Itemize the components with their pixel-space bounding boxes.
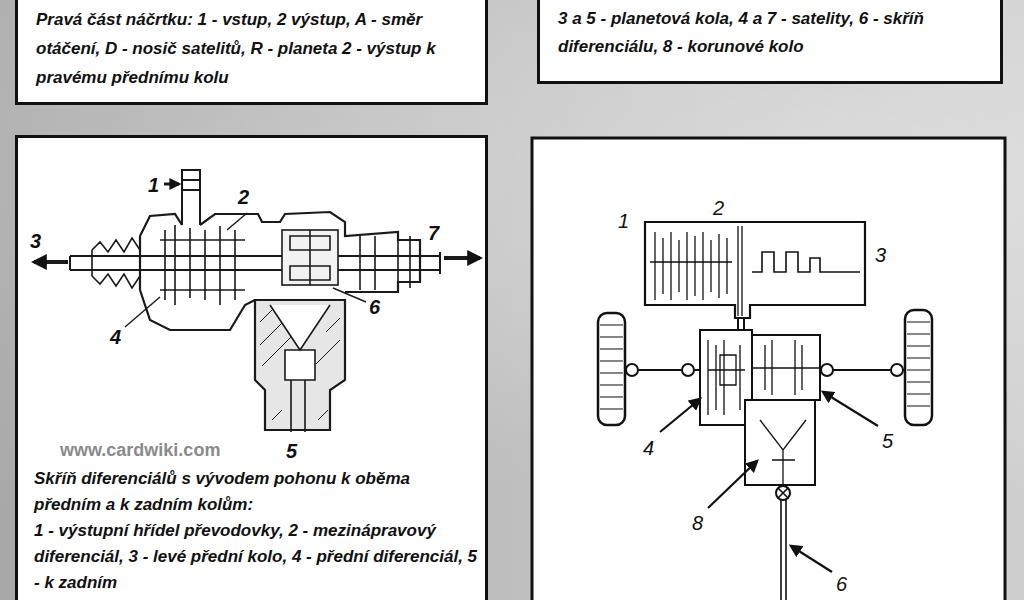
callout-number: 1	[148, 174, 159, 197]
flange	[360, 232, 410, 292]
joint	[891, 364, 903, 376]
callout-number: 4	[643, 437, 654, 460]
callout-number: 5	[286, 440, 297, 463]
callout-number: 3	[30, 230, 41, 253]
gear-set	[708, 340, 745, 415]
input-shaft	[182, 170, 200, 225]
callout-number: 1	[618, 210, 629, 233]
engine-symbol	[752, 252, 860, 272]
planet-gears	[290, 230, 330, 285]
pointer-arrow	[708, 461, 757, 508]
output-arrow	[34, 260, 68, 264]
bevel-gear	[760, 420, 806, 485]
propeller-shaft	[778, 488, 788, 600]
caption-text: 1 - výstupní hřídel převodovky, 2 - mezi…	[34, 518, 479, 596]
callout-number: 2	[713, 197, 724, 220]
output-arrow	[444, 256, 480, 260]
callout-number: 6	[369, 296, 380, 319]
gearbox	[645, 222, 865, 318]
pointer-arrow	[791, 546, 832, 572]
callout-number: 8	[692, 512, 703, 535]
drivetrain-schematic	[598, 222, 932, 600]
joint	[821, 364, 833, 376]
wheel	[905, 310, 932, 425]
gear-set	[752, 340, 820, 395]
watermark: www.cardwiki.com	[60, 440, 220, 461]
caption-text: Skříň diferenciálů s vývodem pohonu k ob…	[34, 466, 479, 518]
output-shaft	[70, 252, 440, 274]
panel-ground	[15, 135, 488, 600]
caption-text: Pravá část náčrtku: 1 - vstup, 2 výstup,…	[36, 5, 467, 92]
bevel-box	[745, 400, 815, 485]
cv-boot	[92, 238, 140, 288]
input-arrow	[164, 183, 179, 186]
joint	[682, 364, 694, 376]
gear-set	[650, 226, 742, 316]
caption-box: Pravá část náčrtku: 1 - vstup, 2 výstup,…	[15, 0, 488, 105]
pointer-arrow	[660, 399, 700, 432]
caption-text: 3 a 5 - planetová kola, 4 a 7 - satelity…	[558, 5, 982, 61]
callout-number: 4	[110, 326, 121, 349]
callout-number: 6	[836, 573, 847, 596]
callout-number: 2	[238, 186, 249, 209]
schematic-panel	[532, 138, 1005, 600]
caption-box: 3 a 5 - planetová kola, 4 a 7 - satelity…	[537, 0, 1003, 84]
front-differential	[160, 225, 245, 305]
leader-line	[125, 213, 366, 327]
tread	[600, 322, 930, 409]
callout-number: 5	[882, 430, 893, 453]
bevel-gear	[270, 305, 330, 432]
joint	[626, 364, 638, 376]
pointer-arrow	[823, 392, 878, 426]
wheel	[598, 313, 625, 425]
figure-panel: Skříň diferenciálů s vývodem pohonu k ob…	[15, 135, 488, 600]
center-differential	[752, 335, 820, 400]
callout-number: 7	[428, 222, 439, 245]
center-differential	[282, 230, 338, 285]
callout-number: 3	[875, 244, 886, 267]
transfer-case-drawing	[34, 170, 480, 432]
caption-block: Skříň diferenciálů s vývodem pohonu k ob…	[34, 466, 479, 596]
